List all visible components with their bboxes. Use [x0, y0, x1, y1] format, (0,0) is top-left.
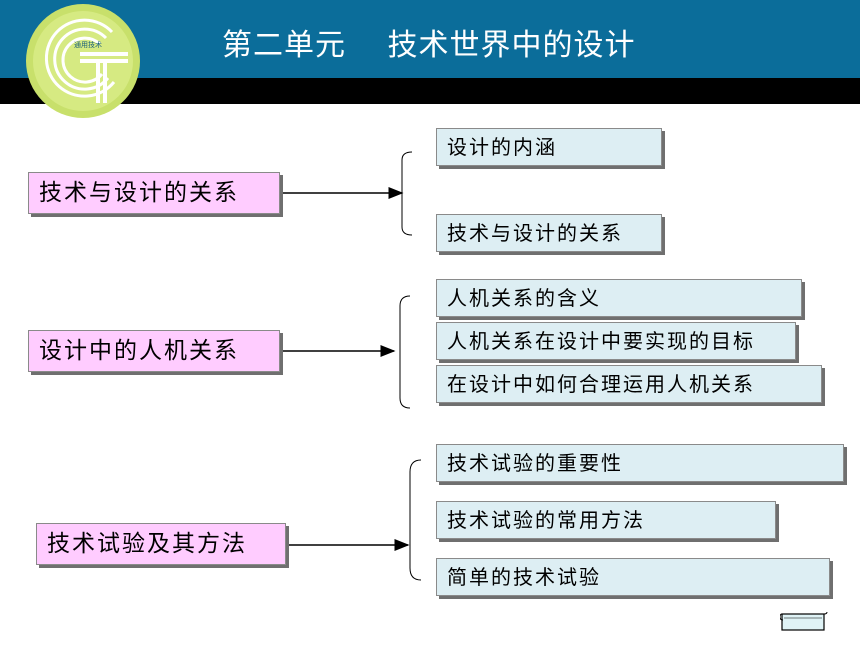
logo-caption: 通用技术: [74, 40, 102, 49]
main-box-tech-testing: 技术试验及其方法: [36, 523, 286, 565]
main-box-label: 设计中的人机关系: [39, 337, 239, 364]
logo-icon: 通用技术: [26, 4, 140, 118]
sub-box-label: 在设计中如何合理运用人机关系: [447, 372, 755, 396]
page-title: 第二单元 技术世界中的设计: [222, 28, 636, 63]
sub-box-label: 技术试验的重要性: [447, 451, 623, 475]
main-box-tech-design: 技术与设计的关系: [28, 172, 280, 214]
sub-box-label: 简单的技术试验: [447, 565, 601, 589]
sub-box-testing-importance: 技术试验的重要性: [436, 444, 844, 482]
sub-box-tech-design-relation: 技术与设计的关系: [436, 214, 662, 252]
sub-box-simple-testing: 简单的技术试验: [436, 558, 830, 596]
sub-box-label: 人机关系在设计中要实现的目标: [447, 329, 755, 353]
main-box-label: 技术与设计的关系: [39, 179, 239, 206]
main-box-human-machine: 设计中的人机关系: [28, 330, 280, 372]
sub-box-design-meaning: 设计的内涵: [436, 128, 662, 166]
sub-box-hm-application: 在设计中如何合理运用人机关系: [436, 365, 822, 403]
sub-box-testing-methods: 技术试验的常用方法: [436, 501, 776, 539]
scroll-return-icon[interactable]: [780, 610, 828, 634]
sub-box-hm-goals: 人机关系在设计中要实现的目标: [436, 322, 796, 360]
main-box-label: 技术试验及其方法: [47, 530, 247, 557]
sub-box-label: 技术与设计的关系: [447, 221, 623, 245]
sub-box-label: 人机关系的含义: [447, 286, 601, 310]
header-black-bar: [0, 78, 860, 104]
header-band: [0, 0, 860, 78]
sub-box-hm-meaning: 人机关系的含义: [436, 279, 802, 317]
sub-box-label: 技术试验的常用方法: [447, 508, 645, 532]
sub-box-label: 设计的内涵: [447, 135, 557, 159]
